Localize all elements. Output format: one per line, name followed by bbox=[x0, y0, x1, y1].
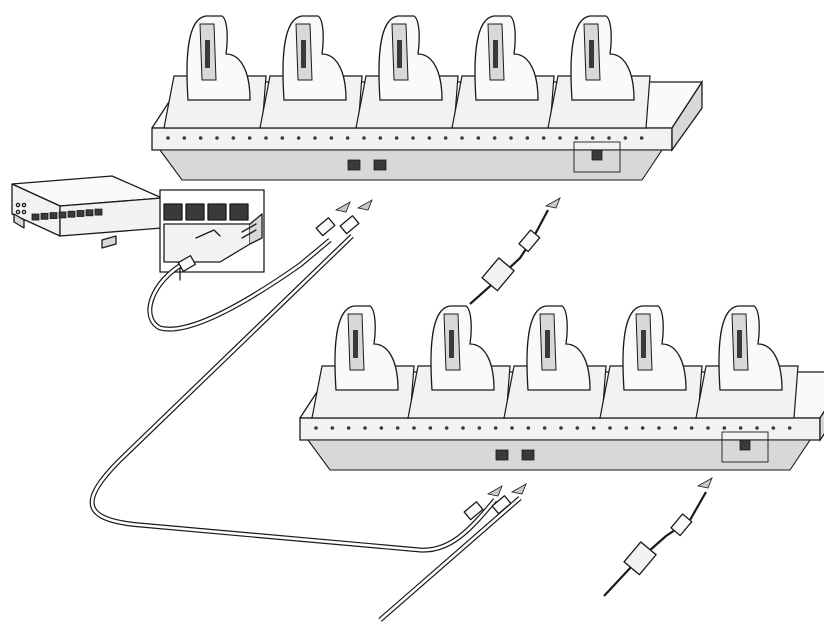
power-port bbox=[740, 440, 750, 450]
status-led bbox=[232, 136, 236, 140]
status-led bbox=[772, 426, 776, 430]
status-led bbox=[297, 136, 301, 140]
charging-slot bbox=[504, 306, 606, 418]
charging-slot bbox=[696, 306, 798, 418]
ethernet-port bbox=[496, 450, 508, 460]
status-led bbox=[788, 426, 792, 430]
status-led bbox=[723, 426, 727, 430]
status-led bbox=[657, 426, 661, 430]
lower-charging-cradle bbox=[300, 306, 824, 470]
status-led bbox=[591, 136, 595, 140]
switch-port bbox=[32, 214, 39, 220]
status-led bbox=[183, 136, 187, 140]
status-led bbox=[215, 136, 219, 140]
charging-slot bbox=[548, 16, 650, 128]
status-led bbox=[592, 426, 596, 430]
ethernet-port bbox=[374, 160, 386, 170]
status-led bbox=[412, 426, 416, 430]
status-led bbox=[558, 136, 562, 140]
status-led bbox=[429, 426, 433, 430]
ethernet-port bbox=[348, 160, 360, 170]
status-led bbox=[362, 136, 366, 140]
status-led bbox=[264, 136, 268, 140]
status-led bbox=[411, 136, 415, 140]
switch-port bbox=[86, 210, 93, 216]
status-led bbox=[346, 136, 350, 140]
status-led bbox=[477, 136, 481, 140]
status-led bbox=[542, 136, 546, 140]
status-led bbox=[755, 426, 759, 430]
ethernet-port bbox=[522, 450, 534, 460]
status-led bbox=[347, 426, 351, 430]
status-led bbox=[363, 426, 367, 430]
status-led bbox=[395, 136, 399, 140]
status-led bbox=[494, 426, 498, 430]
status-led bbox=[706, 426, 710, 430]
status-led bbox=[739, 426, 743, 430]
status-led bbox=[674, 426, 678, 430]
status-led bbox=[527, 426, 531, 430]
rj45-plug bbox=[340, 216, 359, 234]
status-led bbox=[331, 426, 335, 430]
switch-port bbox=[50, 213, 57, 219]
switch-port bbox=[77, 211, 84, 217]
status-led bbox=[641, 426, 645, 430]
status-led bbox=[493, 136, 497, 140]
status-led bbox=[607, 136, 611, 140]
charging-slot bbox=[164, 16, 266, 128]
switch-port bbox=[68, 211, 75, 217]
status-led bbox=[625, 426, 629, 430]
switch-port bbox=[59, 212, 66, 218]
status-led bbox=[576, 426, 580, 430]
switch-port bbox=[41, 213, 48, 219]
status-led bbox=[444, 136, 448, 140]
status-led bbox=[330, 136, 334, 140]
charging-slot bbox=[600, 306, 702, 418]
status-led bbox=[166, 136, 170, 140]
status-led bbox=[445, 426, 449, 430]
switch-port bbox=[95, 209, 102, 215]
charging-slot bbox=[260, 16, 362, 128]
status-led bbox=[509, 136, 513, 140]
status-led bbox=[428, 136, 432, 140]
status-led bbox=[396, 426, 400, 430]
status-led bbox=[526, 136, 530, 140]
status-led bbox=[248, 136, 252, 140]
status-led bbox=[543, 426, 547, 430]
charging-slot bbox=[356, 16, 458, 128]
status-led bbox=[640, 136, 644, 140]
status-led bbox=[575, 136, 579, 140]
status-led bbox=[460, 136, 464, 140]
status-led bbox=[314, 426, 318, 430]
power-port bbox=[592, 150, 602, 160]
status-led bbox=[608, 426, 612, 430]
status-led bbox=[478, 426, 482, 430]
charging-slot bbox=[452, 16, 554, 128]
charging-slot bbox=[408, 306, 510, 418]
status-led bbox=[461, 426, 465, 430]
status-led bbox=[380, 426, 384, 430]
status-led bbox=[510, 426, 514, 430]
charging-slot bbox=[312, 306, 414, 418]
status-led bbox=[559, 426, 563, 430]
status-led bbox=[690, 426, 694, 430]
upper-charging-cradle bbox=[152, 16, 702, 180]
status-led bbox=[199, 136, 203, 140]
status-led bbox=[281, 136, 285, 140]
status-led bbox=[313, 136, 317, 140]
ethernet-switch bbox=[12, 176, 162, 248]
status-led bbox=[624, 136, 628, 140]
rj45-plug bbox=[316, 218, 335, 236]
status-led bbox=[379, 136, 383, 140]
